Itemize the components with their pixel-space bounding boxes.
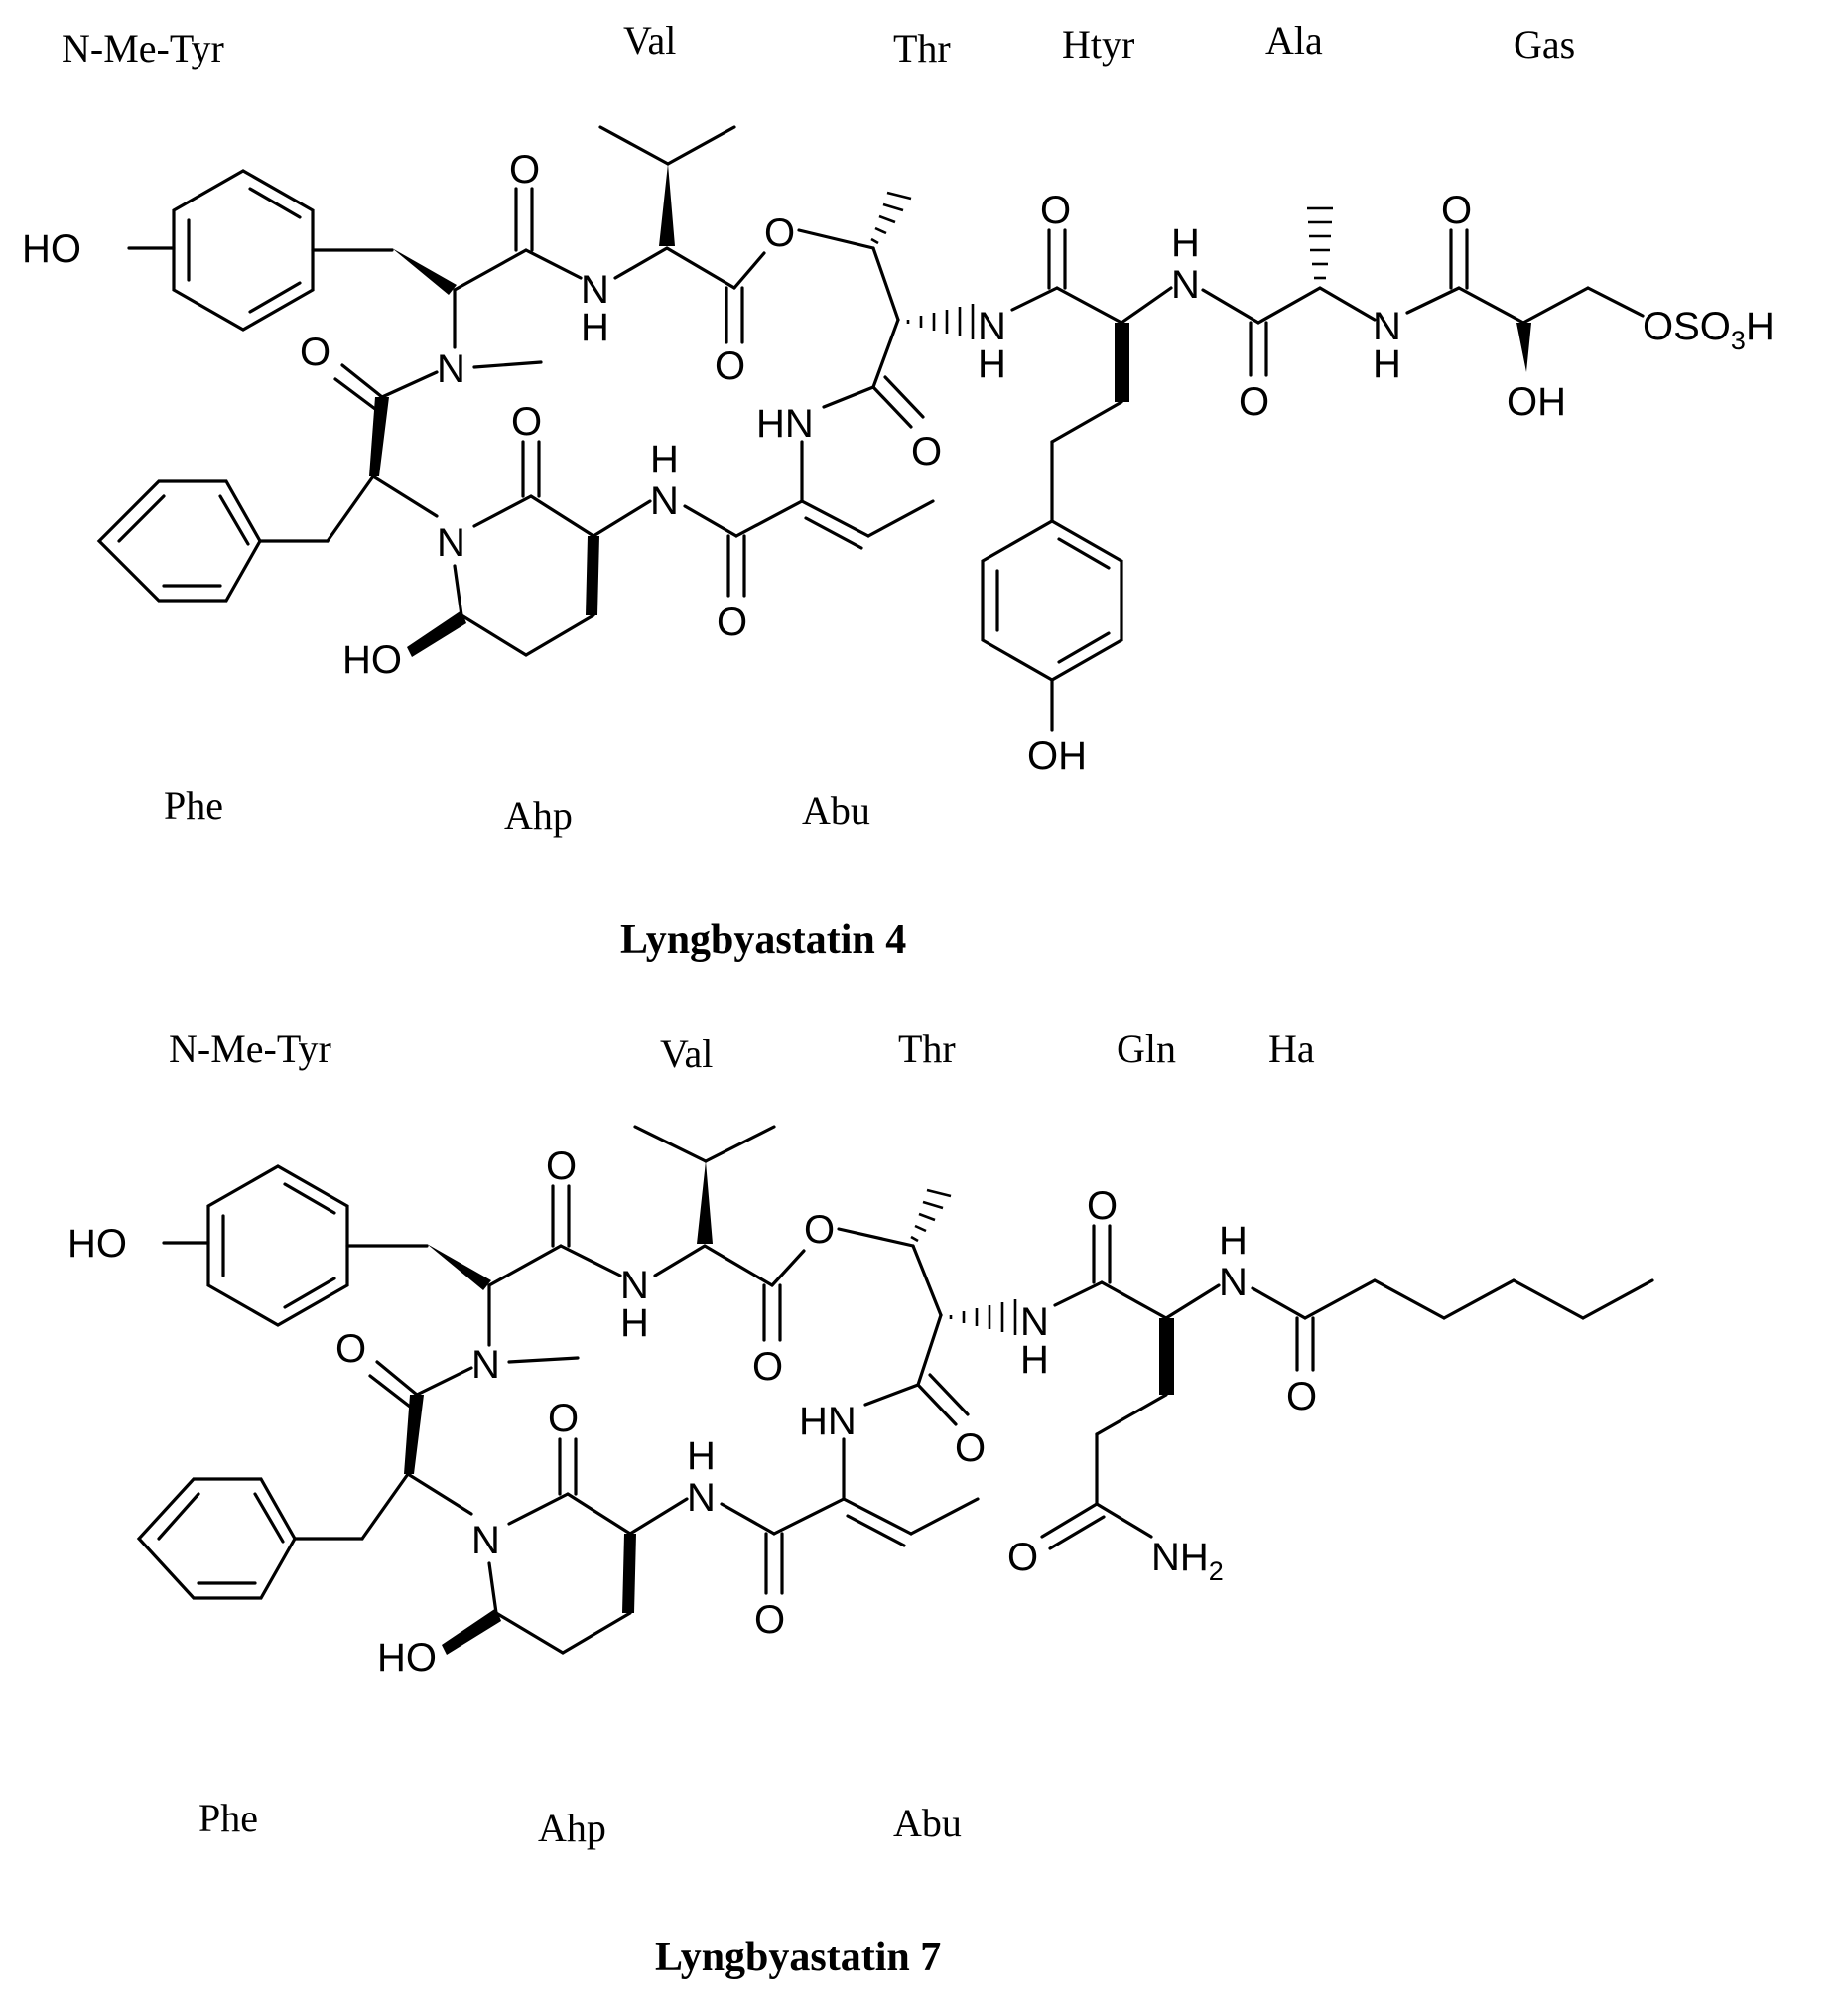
atom-o: O [546,1144,577,1188]
residue-label-ahp: Ahp [504,793,573,838]
atom-n: N [978,305,1006,348]
atom-h: H [581,306,609,349]
atom-ho: HO [342,638,402,682]
phe-ring [136,1477,297,1600]
atom-h: H [1171,221,1200,265]
htyr-ring [981,519,1123,682]
atom-o: O [300,331,330,374]
atom-o: O [335,1327,366,1371]
lyngbyastatin-7-structure: N-Me-Tyr Val Thr Gln Ha Phe Ahp Abu Lyng… [67,1026,1654,1980]
atom-n: N [1219,1261,1248,1304]
atom-n: N [471,1519,500,1562]
residue-label-ala: Ala [1265,18,1323,63]
residue-label-thr: Thr [893,26,951,70]
atom-o: O [1286,1375,1317,1418]
atom-ho: HO [377,1636,437,1680]
residue-label-ha: Ha [1268,1026,1315,1071]
atom-o: O [911,430,942,473]
atom-o: O [715,344,745,388]
lyngbyastatin-4-structure: N-Me-Tyr Val Thr Htyr Ala Gas Phe Ahp Ab… [22,18,1775,963]
atom-o: O [804,1208,835,1252]
atom-o: O [754,1598,785,1642]
atom-o: O [764,211,795,255]
residue-label-abu: Abu [802,788,870,833]
atom-hn: HN [756,402,814,446]
residue-label-phe: Phe [164,783,223,828]
tyr-ring [172,169,315,332]
atom-n: N [581,268,609,312]
phe-ring [96,479,262,603]
atom-h: H [620,1301,649,1345]
atom-n: N [1171,263,1200,307]
residue-label-ahp: Ahp [538,1806,606,1850]
atom-h: H [978,342,1006,386]
atom-o: O [1040,189,1071,232]
atom-n: N [650,479,679,523]
atom-o: O [1239,380,1269,424]
atom-o: O [955,1426,986,1470]
residue-label-gln: Gln [1117,1026,1176,1071]
residue-label-abu: Abu [893,1801,962,1845]
residue-label-n-me-tyr: N-Me-Tyr [169,1026,331,1071]
structure-title-lyngbyastatin-4: Lyngbyastatin 4 [620,917,906,963]
atom-oh: OH [1507,380,1566,424]
atom-oh: OH [1027,735,1087,778]
atom-ho: HO [67,1222,127,1266]
residue-label-thr: Thr [898,1026,956,1071]
atom-n: N [437,521,465,565]
atom-ho: HO [22,227,81,271]
atom-o: O [717,601,747,644]
atom-nh2: NH2 [1151,1536,1224,1586]
atom-n: N [1373,305,1401,348]
residue-label-phe: Phe [198,1796,258,1840]
residue-label-gas: Gas [1514,22,1575,67]
atom-h: H [1373,342,1401,386]
tyr-ring [206,1164,349,1327]
atom-h: H [1219,1219,1248,1263]
atom-oso3h: OSO3H [1643,305,1775,355]
residue-label-val: Val [623,18,676,63]
residue-label-val: Val [660,1031,713,1076]
structure-title-lyngbyastatin-7: Lyngbyastatin 7 [655,1935,941,1980]
atom-h: H [1020,1338,1049,1382]
atom-h: H [687,1434,716,1478]
atom-hn: HN [799,1400,857,1443]
atom-o: O [1087,1184,1118,1228]
atom-o: O [1441,189,1472,232]
residue-label-n-me-tyr: N-Me-Tyr [62,26,224,70]
atom-n: N [620,1264,649,1307]
atom-o: O [752,1345,783,1389]
atom-n: N [1020,1300,1049,1344]
atom-n: N [471,1343,500,1387]
atom-o: O [548,1397,579,1440]
atom-o: O [509,148,540,192]
atom-o: O [1007,1536,1038,1579]
atom-n: N [687,1476,716,1520]
atom-n: N [437,347,465,391]
residue-label-htyr: Htyr [1062,22,1134,67]
atom-h: H [650,438,679,481]
atom-o: O [511,400,542,444]
